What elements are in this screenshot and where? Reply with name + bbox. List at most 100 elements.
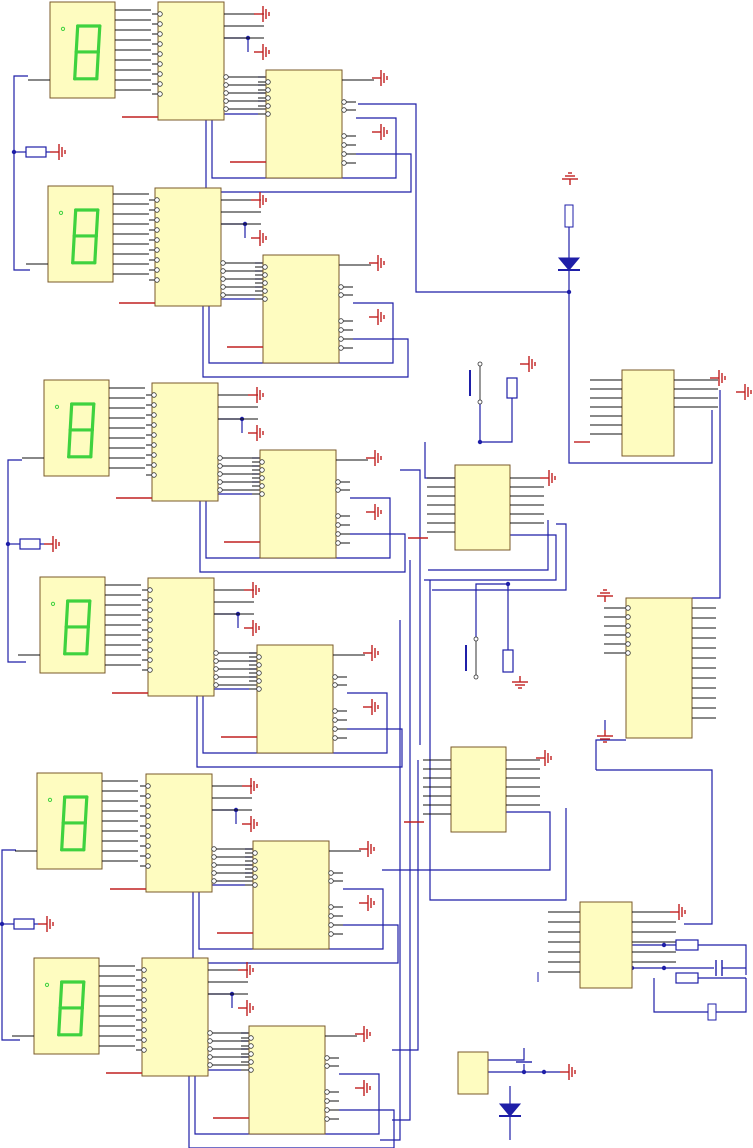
pin-bubble	[252, 874, 258, 880]
pin-bubble	[259, 475, 265, 481]
pin-bubble	[324, 1089, 330, 1095]
seven-segment-display-icon	[33, 957, 100, 1055]
pin-bubble	[217, 463, 223, 469]
wire	[523, 1064, 560, 1073]
seven-segment-display-icon	[47, 185, 114, 283]
pin-bubble	[332, 726, 338, 732]
pin-bubble	[324, 1098, 330, 1104]
segment-c	[79, 1006, 84, 1037]
pin-bubble	[223, 106, 229, 112]
pin-bubble	[324, 1107, 330, 1113]
pin-bubble	[211, 846, 217, 852]
decoder-driver-chip	[147, 577, 215, 697]
pin-bubble	[324, 1055, 330, 1061]
junction-dot	[505, 581, 511, 587]
seven-segment-display-icon	[39, 576, 106, 674]
left-loop-wire	[13, 75, 30, 271]
segment-c	[82, 821, 87, 852]
divider-wire	[596, 769, 713, 925]
pin-bubble	[335, 479, 341, 485]
reset-wire	[199, 486, 406, 573]
segment-e	[63, 625, 68, 656]
pin-bubble	[157, 51, 163, 57]
segment-f	[74, 24, 80, 54]
pin-bubble	[335, 531, 341, 537]
decimal-point	[50, 601, 56, 606]
wire	[218, 418, 243, 433]
ground-icon	[44, 536, 60, 552]
pin-bubble	[328, 922, 334, 928]
reset-wire	[196, 681, 403, 768]
pin-bubble	[147, 627, 153, 633]
pin-bubble	[211, 854, 217, 860]
segment-f	[58, 980, 64, 1010]
counter-chip	[248, 1025, 326, 1135]
pin-bubble	[265, 87, 271, 93]
segment-c	[89, 428, 94, 459]
segment-f	[68, 402, 74, 432]
pin-bubble	[151, 412, 157, 418]
button-wire	[479, 398, 513, 443]
timer-chip	[579, 901, 633, 989]
pin-bubble	[252, 882, 258, 888]
pin-bubble	[252, 858, 258, 864]
ground-icon	[366, 450, 382, 466]
junction-dot	[521, 1069, 527, 1075]
pin-bubble	[248, 1067, 254, 1073]
ground-icon	[50, 144, 66, 160]
pin-bubble	[248, 1059, 254, 1065]
crystal-icon	[707, 1003, 717, 1021]
pin-bubble	[338, 336, 344, 342]
segment-b	[94, 208, 100, 238]
pin-bubble	[248, 1035, 254, 1041]
pin-bubble	[265, 95, 271, 101]
wire	[698, 944, 747, 975]
left-loop-wire	[7, 459, 26, 663]
segment-b	[86, 599, 92, 629]
pin-bubble	[332, 708, 338, 714]
segment-b	[80, 980, 86, 1010]
ground-icon	[242, 778, 258, 794]
ground-icon	[597, 589, 613, 602]
junction-dot	[541, 1069, 547, 1075]
pin-bubble	[145, 843, 151, 849]
pin-bubble	[145, 783, 151, 789]
ground-icon	[251, 230, 267, 246]
ground-icon	[244, 620, 260, 636]
segment-f	[64, 599, 70, 629]
pin-bubble	[157, 61, 163, 67]
pin-bubble	[217, 487, 223, 493]
decimal-point	[58, 210, 64, 215]
ground-icon	[540, 470, 556, 486]
pin-bubble	[341, 160, 347, 166]
pin-bubble	[157, 81, 163, 87]
pin-bubble	[220, 268, 226, 274]
divider-wire	[595, 739, 626, 770]
pin-bubble	[157, 11, 163, 17]
pin-bubble	[256, 678, 262, 684]
left-loop-wire	[1, 849, 20, 1041]
bus-wire	[428, 520, 549, 571]
segment-e	[60, 821, 65, 852]
pin-bubble	[141, 1027, 147, 1033]
pin-bubble	[341, 99, 347, 105]
pin-bubble	[141, 987, 147, 993]
pin-bubble	[207, 1062, 213, 1068]
pin-bubble	[332, 682, 338, 688]
pin-bubble	[145, 813, 151, 819]
ground-icon	[597, 730, 613, 743]
pin-bubble	[213, 650, 219, 656]
wire	[488, 1048, 525, 1061]
seven-segment-display-icon	[49, 1, 116, 99]
ground-icon	[372, 70, 388, 86]
segment-e	[57, 1006, 62, 1037]
bus-wire	[382, 811, 551, 871]
display-body	[36, 772, 103, 870]
led-icon	[557, 257, 581, 271]
resistor-icon	[25, 146, 47, 158]
pin-bubble	[207, 1046, 213, 1052]
segment-b	[96, 24, 102, 54]
pin-bubble	[151, 432, 157, 438]
ground-icon	[512, 676, 528, 689]
diode-icon	[498, 1103, 522, 1117]
